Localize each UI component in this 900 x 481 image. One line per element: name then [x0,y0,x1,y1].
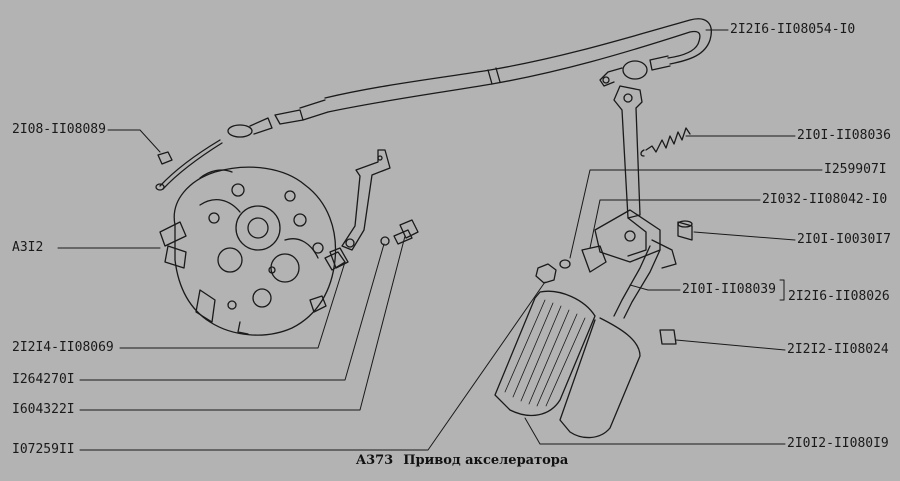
spring-drawing [640,127,691,157]
callout-lock-washer: I604322I [12,402,75,417]
pedal-lever-drawing [581,85,677,319]
pedal-nut-drawing [535,259,571,284]
pedal-pad-drawing [494,290,641,439]
carburetor-drawing [159,166,346,336]
callout-pedal-washer: I259907I [824,162,887,177]
pedal-stop-drawing [659,329,677,345]
callout-nut: I07259II [12,442,75,457]
callout-pedal-assembly: 2I2I6-II08026 [788,289,890,304]
callout-pedal-bushing: 2I0I-I0030I7 [797,232,891,247]
bushing-drawing [677,220,693,241]
callout-carburetor: A3I2 [12,240,44,255]
callout-pedal-lever: 2I0I-II08039 [682,282,776,297]
figure-caption: A373 Привод акселератора [356,453,568,468]
leader-lines [57,29,823,451]
callout-carb-bracket: 2I2I4-II08069 [12,340,114,355]
caption-title: Привод акселератора [403,453,569,468]
caption-code: A373 [356,453,394,468]
callout-cable-assembly: 2I2I6-II08054-I0 [730,22,856,37]
carb-bracket-drawing [329,149,391,269]
callout-pedal-pad: 2I0I2-II080I9 [787,436,889,451]
callout-bolt: I264270I [12,372,75,387]
callout-cable-tip: 2I08-II08089 [12,122,106,137]
bolt-drawing [380,219,419,246]
callout-pedal-stop: 2I2I2-II08024 [787,342,889,357]
cable-drawing [155,18,712,191]
callout-pedal-bracket: 2I032-II08042-I0 [762,192,888,207]
callout-spring: 2I0I-II08036 [797,128,891,143]
